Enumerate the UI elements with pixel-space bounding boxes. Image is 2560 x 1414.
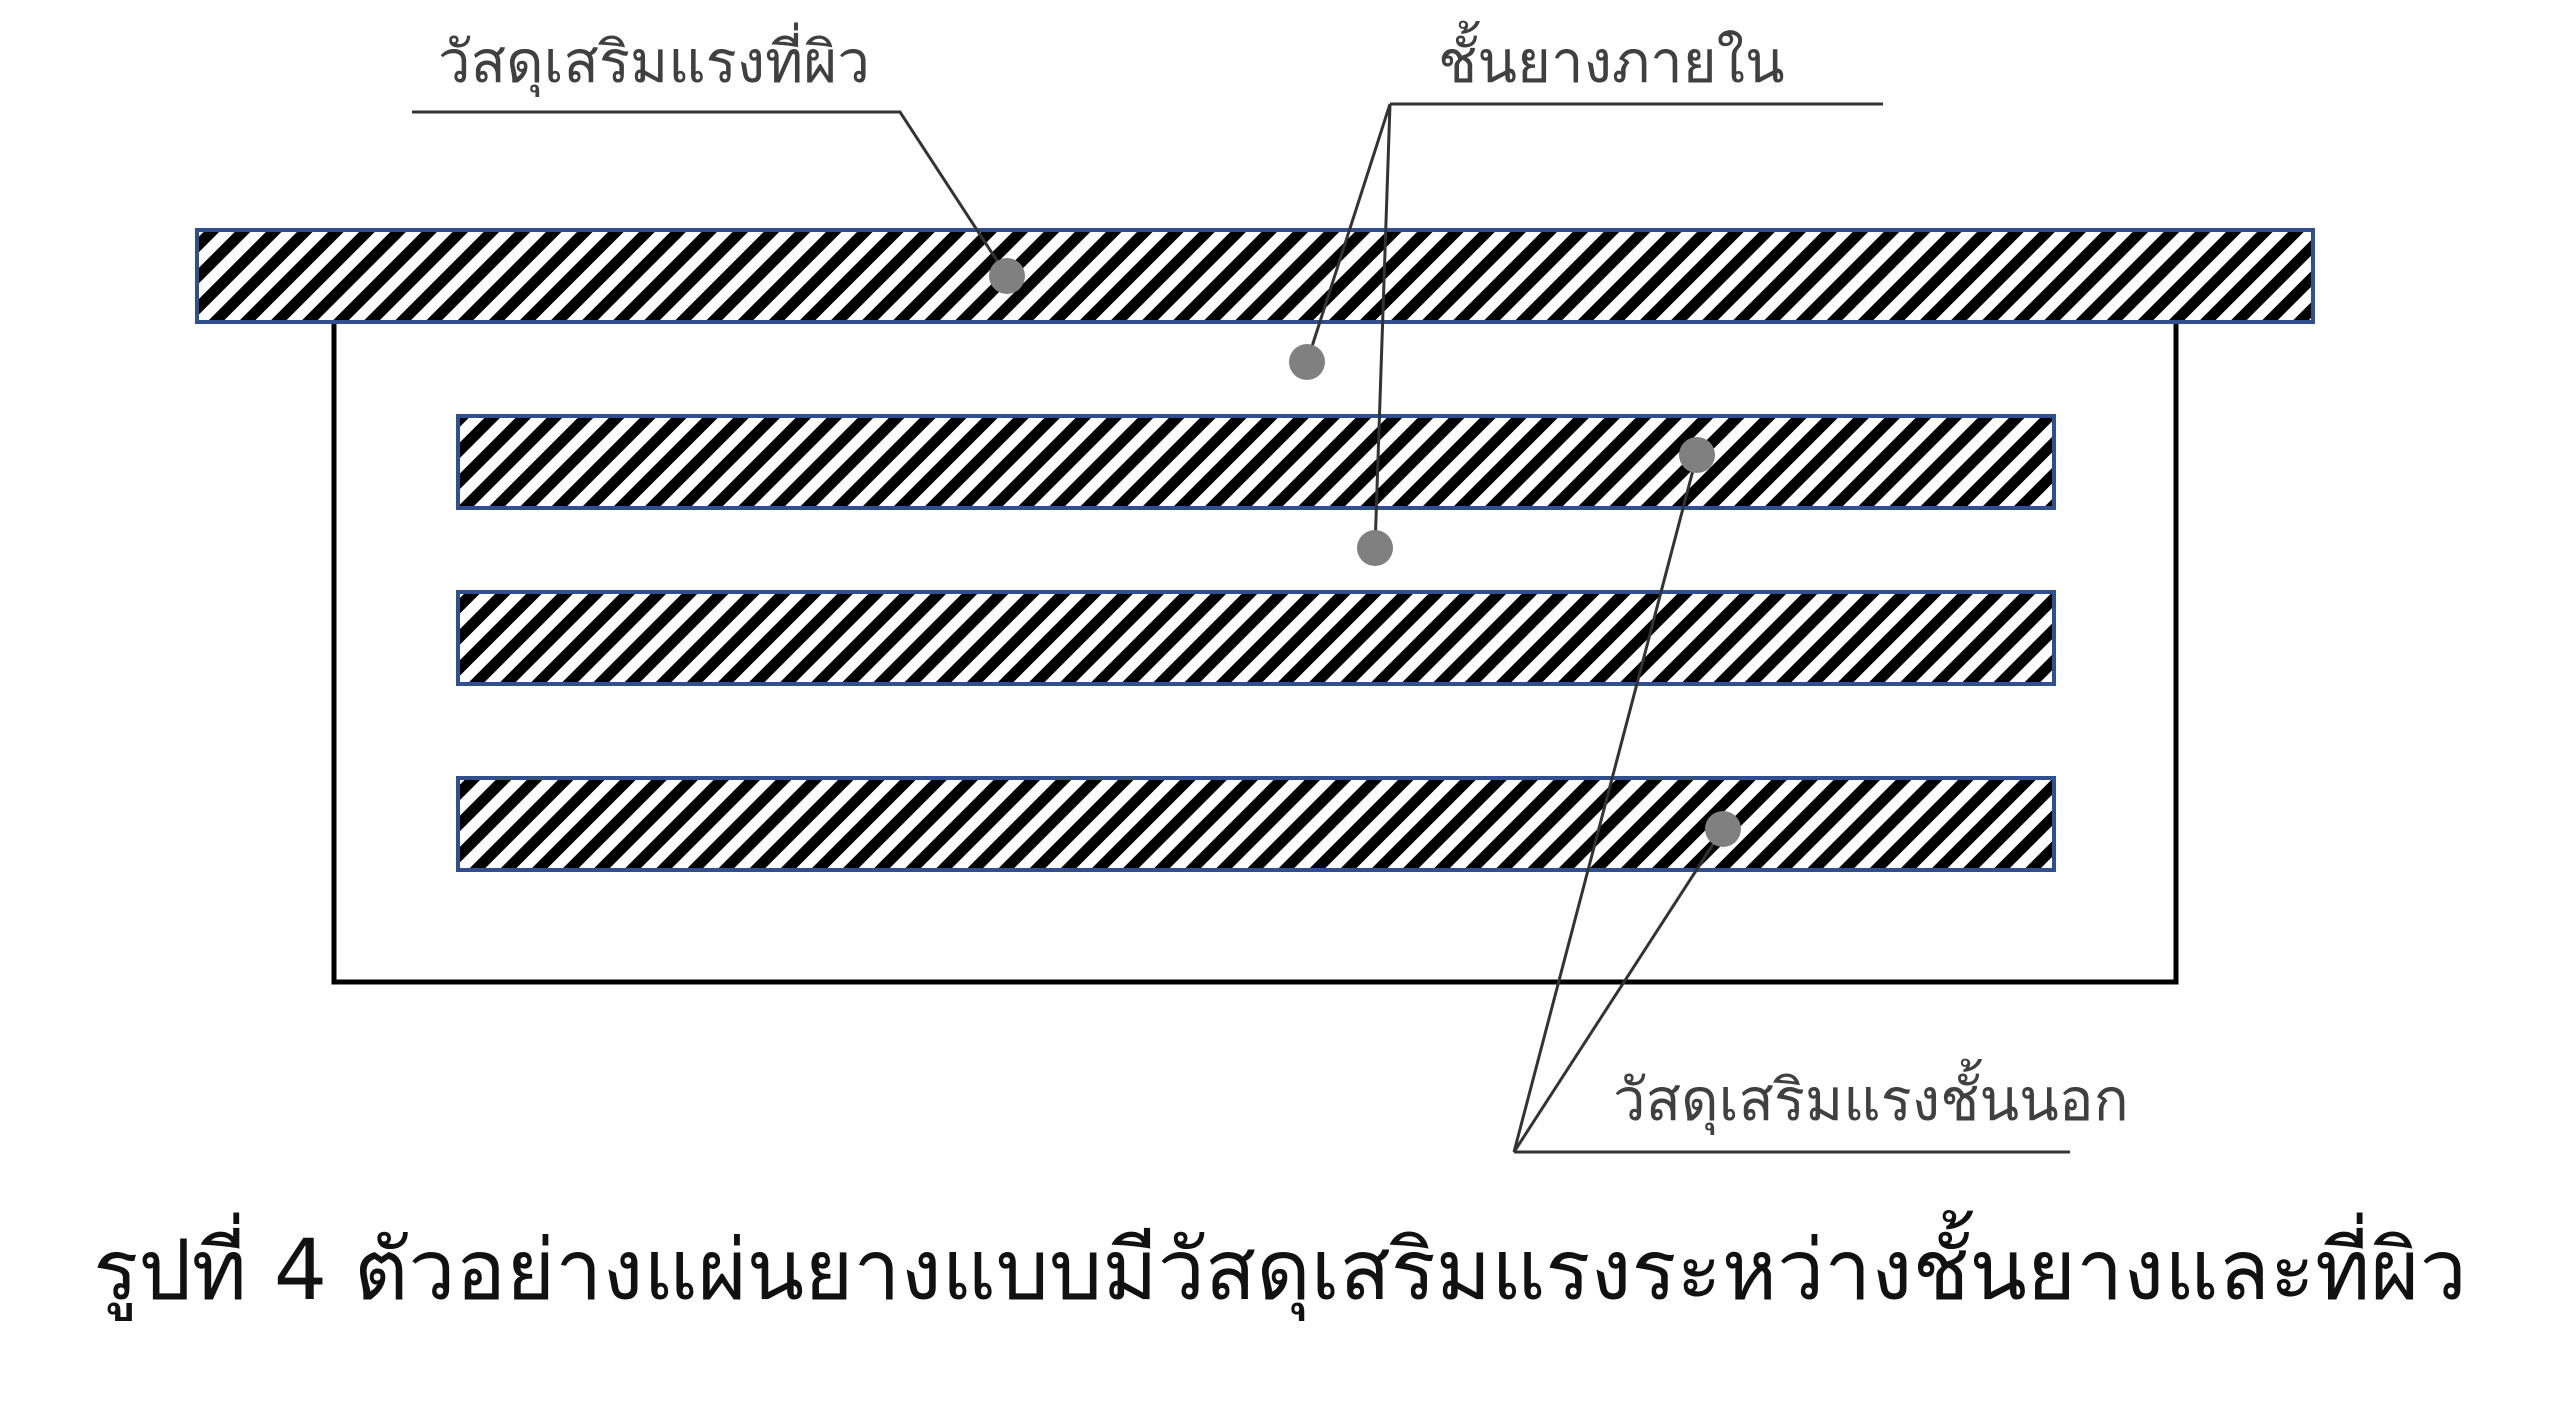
leader-lines: [412, 102, 2070, 1154]
inner-reinforcement-plate: [456, 590, 2056, 686]
label-inner-rubber-layer: ชั้นยางภายใน: [1438, 21, 1785, 96]
marker-dot: [1679, 437, 1715, 473]
inner-reinforcement-plate: [456, 776, 2056, 872]
leader-line-outer-1: [1512, 454, 1699, 1153]
leader-line-inner-1: [1305, 103, 1392, 363]
marker-dot: [989, 258, 1025, 294]
label-surface-reinforcement: วัสดุเสริมแรงที่ผิว: [438, 22, 870, 98]
leader-line-surface: [412, 110, 1009, 277]
surface-reinforcement-plate: [195, 228, 2315, 324]
label-outer-reinforcement: วัสดุเสริมแรงชั้นนอก: [1613, 1059, 2129, 1136]
marker-dot: [1705, 811, 1741, 847]
leader-line-inner-2: [1373, 103, 1392, 549]
leader-line-outer-2: [1512, 828, 1725, 1153]
figure-caption: รูปที่ 4 ตัวอย่างแผ่นยางแบบมีวัสดุเสริมแ…: [93, 1221, 2467, 1319]
inner-reinforcement-plate: [456, 414, 2056, 510]
marker-dots: [989, 258, 1741, 847]
rubber-body-outline: [331, 320, 2179, 985]
marker-dot: [1289, 344, 1325, 380]
marker-dot: [1357, 530, 1393, 566]
